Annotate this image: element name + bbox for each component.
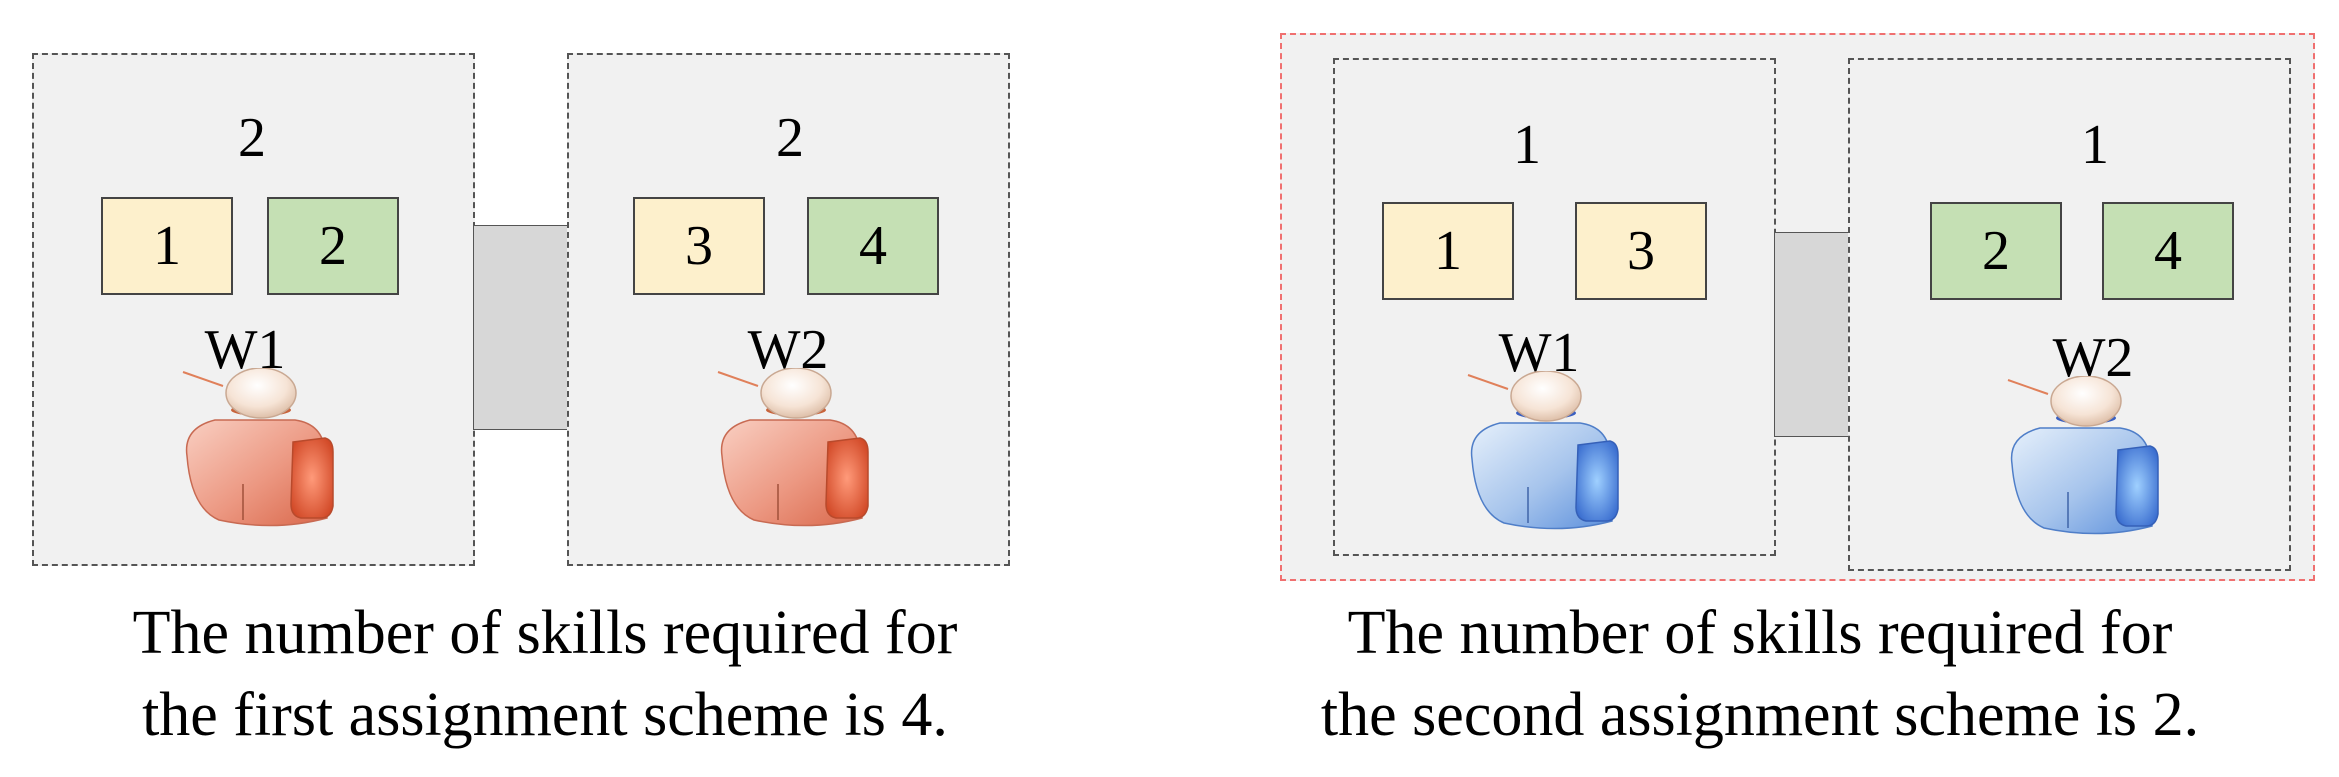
scheme2-conveyor (1774, 232, 1850, 437)
scheme1-caption: The number of skills required for the fi… (20, 592, 1070, 756)
scheme1-caption-line2: the first assignment scheme is 4. (142, 681, 948, 749)
scheme1-station2-skill: 4 (807, 197, 939, 295)
scheme1-station1-count: 2 (238, 107, 266, 169)
scheme1-conveyor (473, 225, 569, 430)
scheme1-caption-line1: The number of skills required for (132, 599, 958, 667)
scheme1-station1-skill: 1 (101, 197, 233, 295)
scheme2-caption-line2: the second assignment scheme is 2. (1320, 681, 2200, 749)
scheme2-station2-skill: 4 (2102, 202, 2234, 300)
scheme2-station1-count: 1 (1513, 114, 1541, 176)
scheme1-station2-skill: 3 (633, 197, 765, 295)
worker-icon (717, 368, 869, 527)
scheme2-caption-line1: The number of skills required for (1347, 599, 2173, 667)
scheme1-station2-count: 2 (776, 107, 804, 169)
scheme2-station2-count: 1 (2081, 114, 2109, 176)
scheme2-caption: The number of skills required for the se… (1230, 592, 2290, 756)
scheme1-station1-skill: 2 (267, 197, 399, 295)
worker-icon (2007, 376, 2159, 535)
worker-icon (182, 368, 334, 527)
scheme2-station2-skill: 2 (1930, 202, 2062, 300)
worker-icon (1467, 371, 1619, 530)
scheme2-station1-skill: 1 (1382, 202, 1514, 300)
scheme2-station1-skill: 3 (1575, 202, 1707, 300)
